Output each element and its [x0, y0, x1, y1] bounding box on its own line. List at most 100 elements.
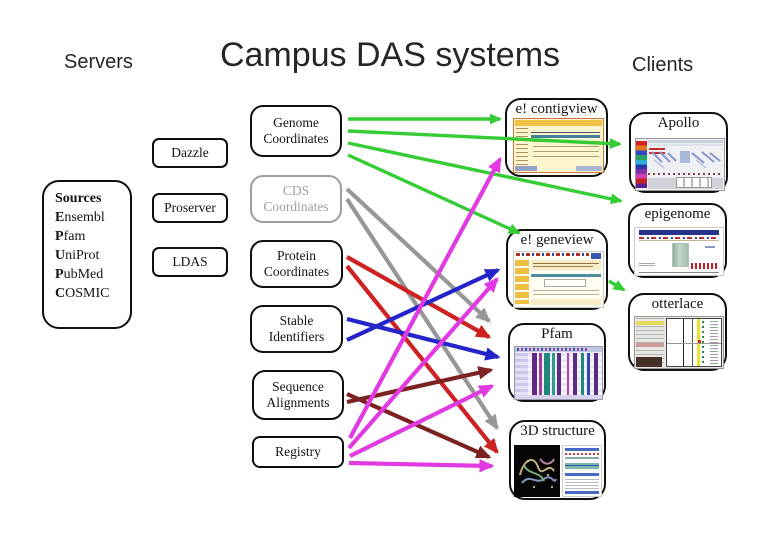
screenshot-detail	[701, 321, 704, 364]
client-box-apollo: Apollo	[629, 112, 728, 193]
arrow-registry-to-e-geneview	[347, 277, 499, 450]
sources-box: Sources Ensembl Pfam UniProt PubMed COSM…	[42, 180, 132, 329]
screenshot-detail	[515, 120, 602, 126]
screenshot-detail	[672, 243, 689, 267]
middle-box-stable-identifiers: Stable Identifiers	[250, 305, 343, 353]
screenshot-detail	[565, 457, 599, 459]
server-box-ldas: LDAS	[152, 247, 228, 277]
arrow-registry-to-e-contigview	[348, 156, 502, 439]
screenshot-detail	[533, 266, 593, 267]
middle-box-sequence-alignments: Sequence Alignments	[252, 370, 344, 420]
screenshot-detail	[552, 353, 555, 395]
screenshot-detail	[683, 319, 685, 366]
screenshot-detail	[691, 319, 693, 366]
box-label-line: Stable	[279, 313, 314, 329]
apollo-screenshot	[635, 138, 725, 191]
screenshot-detail	[567, 353, 569, 395]
screenshot-detail	[515, 395, 602, 399]
screenshot-detail	[565, 463, 599, 469]
screenshot-detail	[594, 353, 598, 395]
box-label-line: Genome	[273, 115, 319, 131]
screenshot-detail	[639, 240, 719, 241]
screenshot-detail	[531, 132, 600, 133]
client-box-pfam: Pfam	[508, 323, 606, 402]
pfam-screenshot	[514, 346, 603, 400]
screenshot-detail	[648, 140, 723, 143]
screenshot-detail	[676, 177, 712, 188]
epigenome-screenshot	[634, 227, 724, 276]
contigview-screenshot	[513, 118, 604, 173]
server-box-proserver: Proserver	[152, 193, 228, 223]
screenshot-detail	[544, 353, 550, 395]
screenshot-detail	[639, 230, 719, 235]
arrow-sequence-alignments-to-3d-structure	[346, 392, 492, 459]
screenshot-detail	[648, 173, 723, 175]
screenshot-detail	[591, 253, 601, 259]
screenshot-detail	[710, 321, 719, 364]
screenshot-detail	[636, 357, 662, 367]
screenshot-detail	[636, 321, 664, 325]
arrow-registry-to-3d-structure	[348, 459, 495, 473]
screenshot-detail	[698, 340, 702, 344]
arrow-cds-coordinates-to-pfam	[345, 187, 491, 323]
screenshot-detail	[649, 148, 665, 156]
screenshot-detail	[565, 453, 599, 455]
screenshot-detail	[531, 274, 601, 277]
server-box-dazzle: Dazzle	[152, 138, 228, 168]
screenshot-detail	[531, 260, 601, 270]
screenshot-detail	[636, 343, 664, 347]
screenshot-detail	[516, 253, 589, 256]
clients-column-heading: Clients	[632, 54, 694, 76]
screenshot-detail	[532, 353, 537, 395]
arrow-stable-identifiers-to-pfam	[346, 316, 501, 361]
screenshot-detail	[565, 491, 599, 494]
screenshot-detail	[515, 260, 529, 304]
screenshot-detail	[565, 473, 599, 476]
page-title: Campus DAS systems	[219, 36, 561, 74]
client-box-label: Pfam	[541, 326, 573, 342]
apollo-alignment-tracks	[651, 151, 721, 169]
otterlace-canvas	[666, 318, 722, 367]
screenshot-detail	[516, 128, 528, 166]
arrow-e-geneview-to-otterlace	[608, 279, 626, 292]
arrow-stable-identifiers-to-e-geneview	[346, 268, 501, 342]
middle-box-registry: Registry	[252, 436, 344, 468]
client-box-label: Apollo	[657, 115, 700, 131]
source-item-uniprot: UniProt	[55, 248, 100, 264]
screenshot-detail	[539, 353, 542, 395]
client-box-label: e! contigview	[515, 101, 598, 117]
screenshot-detail	[705, 246, 715, 248]
screenshot-detail	[587, 353, 590, 395]
servers-column-heading: Servers	[64, 51, 133, 73]
server-box-label: Proserver	[164, 200, 216, 216]
client-box-label: e! geneview	[520, 232, 594, 248]
box-label-line: Coordinates	[263, 199, 329, 214]
screenshot-detail	[639, 237, 719, 239]
client-box-geneview: e! geneview	[506, 229, 608, 310]
arrow-cds-coordinates-to-3d-structure	[345, 197, 499, 431]
arrow-sequence-alignments-to-pfam	[346, 366, 494, 405]
structure-screenshot	[514, 445, 602, 497]
screenshot-detail	[565, 465, 599, 466]
screenshot-detail	[531, 135, 600, 138]
box-label-line: Registry	[275, 444, 321, 460]
client-box-3d-structure: 3D structure	[509, 420, 606, 500]
box-label-line: Sequence	[272, 379, 324, 395]
screenshot-detail	[515, 353, 528, 395]
box-label-line: CDS	[282, 183, 310, 199]
middle-box-genome-coordinates: Genome Coordinates	[250, 105, 342, 157]
protein-render-panel	[514, 445, 560, 497]
screenshot-detail	[533, 263, 599, 264]
arrow-protein-coordinates-to-pfam	[345, 255, 492, 339]
server-box-label: Dazzle	[171, 145, 209, 161]
arrow-protein-coordinates-to-3d-structure	[345, 264, 499, 454]
screenshot-detail	[667, 343, 721, 345]
screenshot-detail	[531, 299, 601, 305]
structure-charts-panel	[562, 445, 602, 497]
client-box-label: epigenome	[644, 206, 711, 222]
box-label-line: Alignments	[266, 395, 330, 410]
client-box-epigenome: epigenome	[628, 203, 727, 278]
screenshot-detail	[639, 263, 655, 267]
otterlace-screenshot	[634, 316, 724, 369]
